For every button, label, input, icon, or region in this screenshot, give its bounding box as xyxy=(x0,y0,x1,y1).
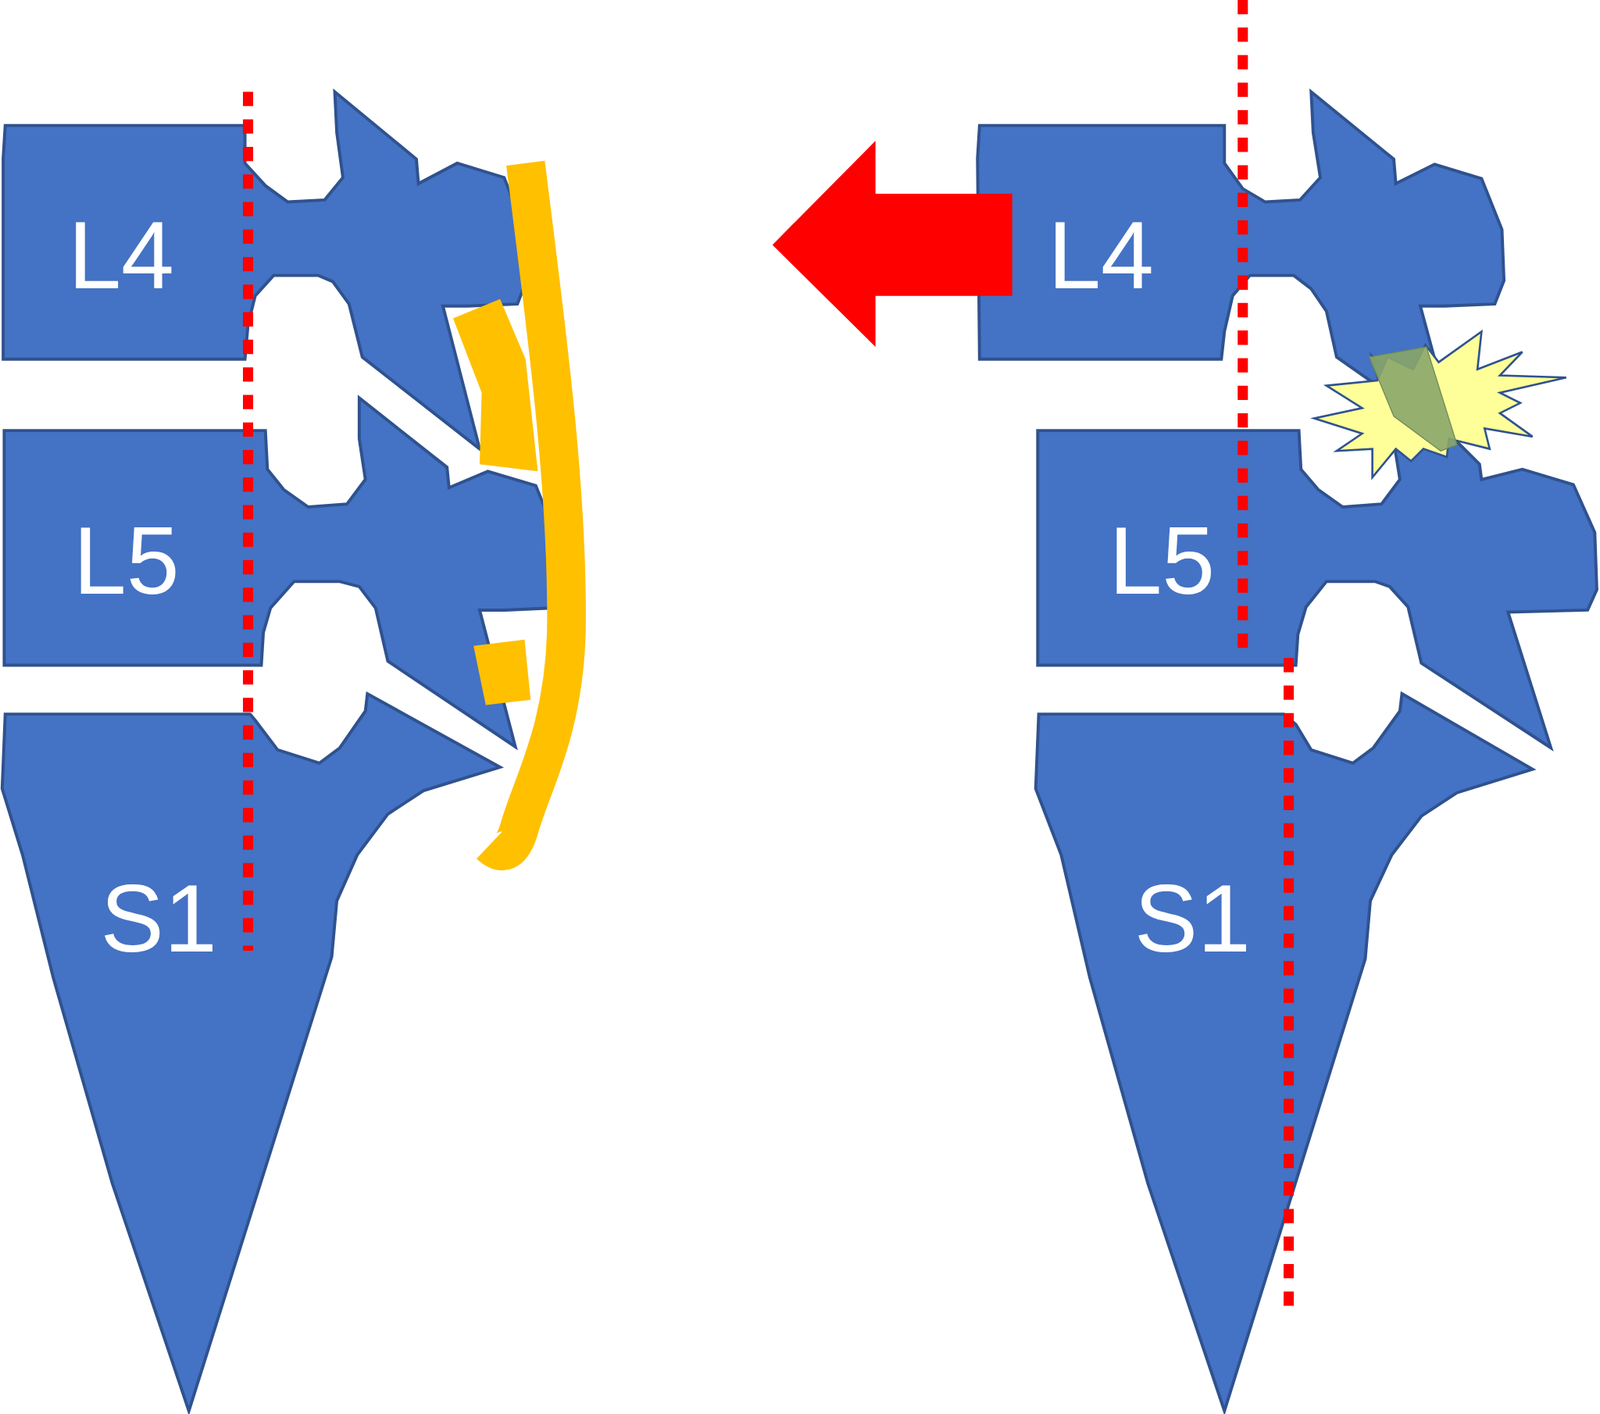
alignment-line xyxy=(1283,657,1294,1313)
vertebra-label-box: S1 xyxy=(94,867,237,970)
vertebra-label: L5 xyxy=(1109,513,1229,609)
vertebra-label: S1 xyxy=(1134,871,1265,967)
vertebra-label: L5 xyxy=(73,513,193,609)
vertebra-label: S1 xyxy=(100,871,231,967)
screw-head xyxy=(453,299,538,472)
facet-overlap xyxy=(1369,346,1458,451)
screw-head xyxy=(473,639,531,706)
alignment-line xyxy=(242,92,254,952)
vertebra-label: L4 xyxy=(1047,207,1167,304)
fixation-rod xyxy=(489,163,567,851)
vertebra-l5-left xyxy=(3,397,558,747)
impingement-star xyxy=(1314,331,1567,478)
sacrum-s1-left xyxy=(2,693,500,1411)
slip-arrow xyxy=(772,140,1013,347)
vertebra-label-box: L4 xyxy=(1041,204,1173,307)
vertebra-l5-right xyxy=(1037,357,1597,748)
vertebra-label-box: L5 xyxy=(67,510,199,612)
alignment-line xyxy=(1237,0,1248,655)
vertebra-label-box: L5 xyxy=(1103,510,1235,612)
vertebra-l4-left xyxy=(3,92,527,450)
vertebra-label: L4 xyxy=(67,207,187,304)
vertebra-label-box: L4 xyxy=(61,204,193,307)
vertebra-label-box: S1 xyxy=(1128,867,1271,970)
